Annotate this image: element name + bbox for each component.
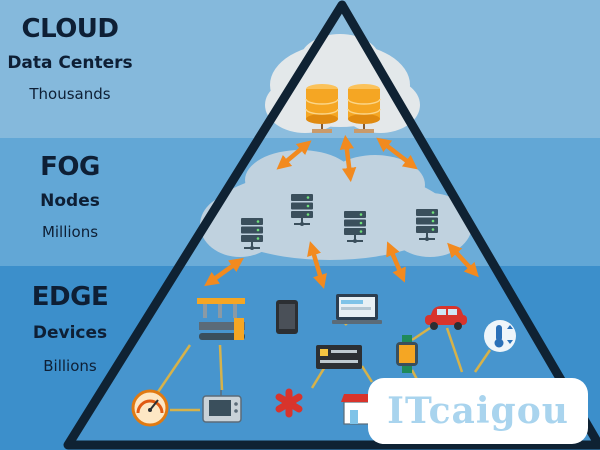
- laptop-icon: [332, 294, 382, 324]
- pyramid-outline: [63, 0, 600, 450]
- gauge-icon: [131, 389, 169, 427]
- watermark-text: ITcaigou: [387, 390, 569, 432]
- watermark-badge: ITcaigou: [368, 378, 588, 444]
- fog-subtitle: Nodes: [40, 191, 100, 211]
- fog-title: FOG: [40, 152, 100, 182]
- fog-tier-label: FOG Nodes Millions: [0, 152, 140, 241]
- smartwatch-icon: [396, 335, 418, 373]
- cloud-fog-arrows: [276, 134, 418, 183]
- edge-title: EDGE: [31, 282, 109, 312]
- sim-card-icon: [316, 345, 362, 369]
- fog-edge-arrows: [204, 241, 479, 289]
- cloud-tier-label: CLOUD Data Centers Thousands: [0, 14, 140, 103]
- cloud-scale: Thousands: [29, 85, 111, 103]
- cloud-subtitle: Data Centers: [7, 53, 133, 73]
- edge-scale: Billions: [43, 357, 97, 375]
- medical-icon: [275, 388, 303, 418]
- fog-scale: Millions: [41, 223, 99, 241]
- car-icon: [425, 306, 467, 330]
- edge-subtitle: Devices: [32, 323, 108, 343]
- cloud-title: CLOUD: [21, 14, 119, 44]
- thermometer-icon: [484, 320, 516, 352]
- edge-tier-label: EDGE Devices Billions: [0, 282, 140, 375]
- game-console-icon: [202, 390, 242, 423]
- fog-tier-cloud: [200, 150, 472, 260]
- tablet-icon: [276, 300, 298, 334]
- assembly-robot-icon: [197, 298, 245, 340]
- shop-icon: [341, 394, 375, 425]
